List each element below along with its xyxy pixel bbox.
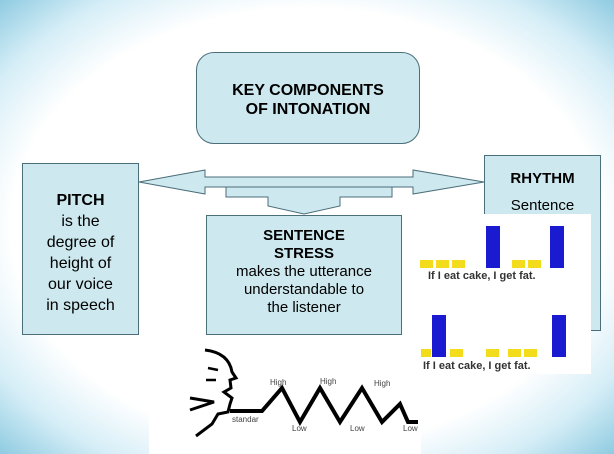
rhythm-heading: RHYTHM [510, 170, 575, 187]
pitch-line: degree of [46, 234, 115, 251]
title-line-1: KEY COMPONENTS [232, 82, 384, 99]
stress-bar-low [452, 260, 465, 268]
eye-mark [206, 366, 219, 382]
stress-bar-low [436, 260, 449, 268]
rhythm-sentence-2: If I eat cake, I get fat. [423, 360, 531, 372]
pitch-line: in speech [46, 297, 115, 314]
stress-bar-low [486, 349, 499, 357]
low-label: Low [403, 424, 418, 433]
stress-line: makes the utterance [236, 263, 372, 280]
high-label: High [270, 378, 286, 387]
stress-bar-low [508, 349, 521, 357]
stress-box: SENTENCE STRESS makes the utterance unde… [206, 215, 402, 335]
high-label: High [374, 379, 390, 388]
high-label: High [320, 377, 336, 386]
rhythm-subtitle: Sentence [510, 197, 575, 214]
stress-bar-low [528, 260, 541, 268]
low-label: Low [350, 424, 365, 433]
stress-bar-high [432, 315, 446, 357]
stress-bar-low [420, 260, 433, 268]
pitch-line: is the [61, 213, 100, 230]
stress-bar-high [552, 315, 566, 357]
title-line-2: OF INTONATION [245, 101, 371, 118]
start-label: standar [232, 415, 259, 424]
stress-bar-low [450, 349, 463, 357]
stress-line: understandable to [243, 281, 365, 298]
stress-bar-high [486, 226, 500, 268]
stress-bar-high [550, 226, 564, 268]
stress-line: the listener [267, 299, 341, 316]
stress-bar-low [418, 349, 431, 357]
mouth-mark [189, 396, 215, 412]
pitch-box: PITCH is the degree of height of our voi… [22, 163, 139, 335]
pitch-line: height of [49, 255, 112, 272]
stress-heading-2: STRESS [273, 245, 334, 262]
rhythm-sentence-1: If I eat cake, I get fat. [428, 270, 536, 282]
stress-bar-low [524, 349, 537, 357]
pitch-heading: PITCH [56, 192, 105, 209]
stress-bar-low [512, 260, 525, 268]
pitch-line: our voice [48, 276, 113, 293]
title-box: KEY COMPONENTS OF INTONATION [196, 52, 420, 144]
down-arrow [225, 186, 393, 215]
stress-heading-1: SENTENCE [263, 227, 345, 244]
low-label: Low [292, 424, 307, 433]
pitch-contour-line [230, 384, 418, 427]
face-profile-icon [195, 348, 239, 438]
